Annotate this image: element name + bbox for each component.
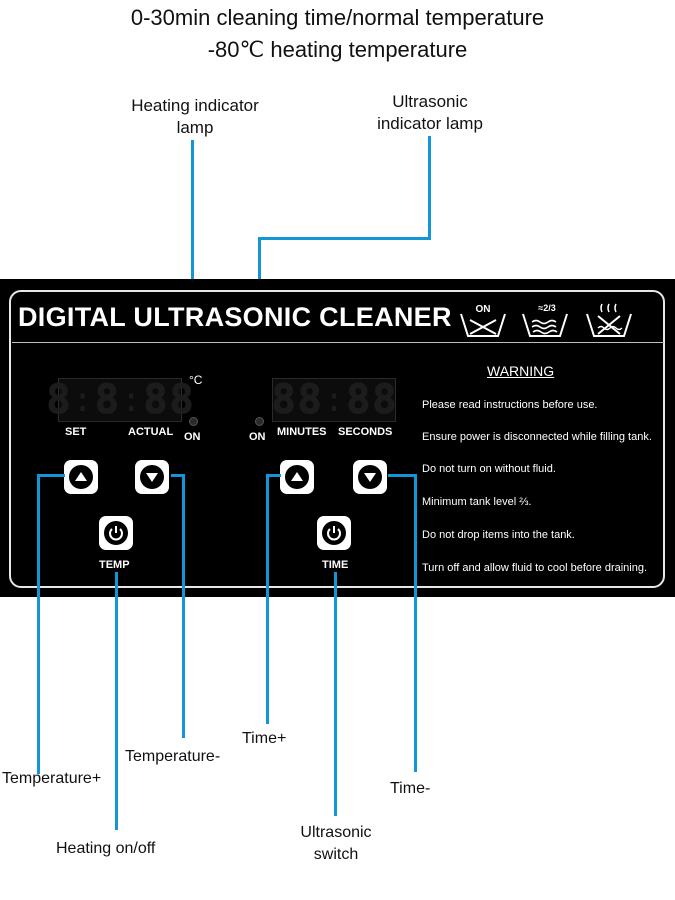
temp-colon: :: [72, 380, 93, 420]
callout-ultrasonic-switch-line1: Ultrasonic: [300, 824, 372, 841]
time-display: 8 8 : 8 8: [271, 377, 397, 423]
leader-ultrasonic-switch: [334, 572, 337, 816]
header-line-2: -80℃ heating temperature: [207, 37, 468, 62]
warning-line: Do not drop items into the tank.: [422, 529, 575, 541]
temperature-up-button[interactable]: [64, 460, 98, 494]
heating-indicator-lamp: [189, 417, 198, 426]
set-label: SET: [65, 426, 87, 438]
time-switch-label: TIME: [322, 559, 349, 571]
leader-time-plus: [266, 474, 269, 724]
callout-heating-lamp-line2: lamp: [176, 118, 214, 137]
no-dry-heat-basin-icon: [584, 300, 634, 340]
temperature-display: 8 : 8 : 8 8: [46, 377, 193, 423]
level-symbol-text: ≈2/3: [538, 303, 555, 313]
panel-divider: [12, 342, 664, 343]
minutes-label: MINUTES: [277, 426, 327, 438]
on-symbol-text: ON: [476, 304, 491, 315]
ultrasonic-led-label: ON: [249, 431, 266, 443]
temp-switch-label: TEMP: [99, 559, 130, 571]
leader-ultrasonic-lamp-horizontal: [258, 237, 431, 240]
time-digit: 8: [346, 377, 371, 423]
power-on-basin-icon: ON: [458, 300, 508, 340]
time-down-button[interactable]: [353, 460, 387, 494]
power-icon: [322, 521, 346, 545]
temp-digit: 8: [46, 377, 71, 423]
time-digit: 8: [271, 377, 296, 423]
warning-line: Ensure power is disconnected while filli…: [422, 431, 652, 443]
time-digit: 8: [372, 377, 397, 423]
warning-line: Turn off and allow fluid to cool before …: [422, 562, 648, 574]
leader-heating-lamp: [191, 140, 194, 380]
callout-ultrasonic-switch-line2: switch: [313, 846, 359, 863]
leader-temp-plus-horizontal: [37, 474, 65, 477]
header-line-1: 0-30min cleaning time/normal temperature: [130, 5, 545, 30]
temp-colon: :: [121, 380, 142, 420]
leader-temp-minus-horizontal: [171, 474, 185, 477]
temp-digit: 8: [94, 377, 119, 423]
callout-time-plus: Time+: [242, 730, 287, 747]
heating-led-label: ON: [184, 431, 201, 443]
heating-power-button[interactable]: [99, 516, 133, 550]
callout-time-minus: Time-: [390, 780, 431, 797]
warning-line: Please read instructions before use.: [422, 399, 598, 411]
warning-line: Minimum tank level ⅔.: [422, 496, 532, 508]
seconds-label: SECONDS: [338, 426, 393, 438]
callout-ultrasonic-lamp-line2: indicator lamp: [377, 114, 483, 133]
control-panel-border: [9, 290, 665, 588]
callout-temperature-plus: Temperature+: [2, 770, 102, 787]
panel-title: DIGITAL ULTRASONIC CLEANER: [18, 302, 452, 332]
celsius-unit: °C: [189, 373, 203, 387]
callout-ultrasonic-lamp: Ultrasonic indicator lamp: [345, 91, 515, 135]
fill-level-basin-icon: ≈2/3: [520, 300, 570, 340]
callout-heating-onoff: Heating on/off: [56, 840, 156, 857]
leader-temp-minus: [182, 474, 185, 738]
actual-label: ACTUAL: [128, 426, 174, 438]
temp-digit: 8: [169, 377, 194, 423]
ultrasonic-indicator-lamp: [255, 417, 264, 426]
callout-ultrasonic-switch: Ultrasonic switch: [276, 822, 396, 866]
time-digit: 8: [297, 377, 322, 423]
leader-time-minus-horizontal: [388, 474, 417, 477]
leader-time-minus: [414, 474, 417, 772]
warning-line: Do not turn on without fluid.: [422, 463, 556, 475]
temperature-down-button[interactable]: [135, 460, 169, 494]
warning-heading: WARNING: [487, 363, 555, 379]
power-icon: [104, 521, 128, 545]
time-colon: :: [323, 380, 345, 420]
callout-temperature-minus: Temperature-: [125, 748, 221, 765]
leader-ultrasonic-lamp-vertical: [428, 136, 431, 240]
arrow-down-icon: [140, 465, 164, 489]
leader-temp-plus: [37, 474, 40, 774]
temp-digit: 8: [143, 377, 168, 423]
arrow-up-icon: [69, 465, 93, 489]
arrow-up-icon: [285, 465, 309, 489]
leader-time-plus-horizontal: [266, 474, 281, 477]
ultrasonic-power-button[interactable]: [317, 516, 351, 550]
time-up-button[interactable]: [280, 460, 314, 494]
callout-heating-lamp-line1: Heating indicator: [131, 96, 259, 115]
arrow-down-icon: [358, 465, 382, 489]
leader-heating-onoff: [115, 572, 118, 830]
callout-ultrasonic-lamp-line1: Ultrasonic: [392, 92, 468, 111]
callout-heating-lamp: Heating indicator lamp: [100, 95, 290, 139]
